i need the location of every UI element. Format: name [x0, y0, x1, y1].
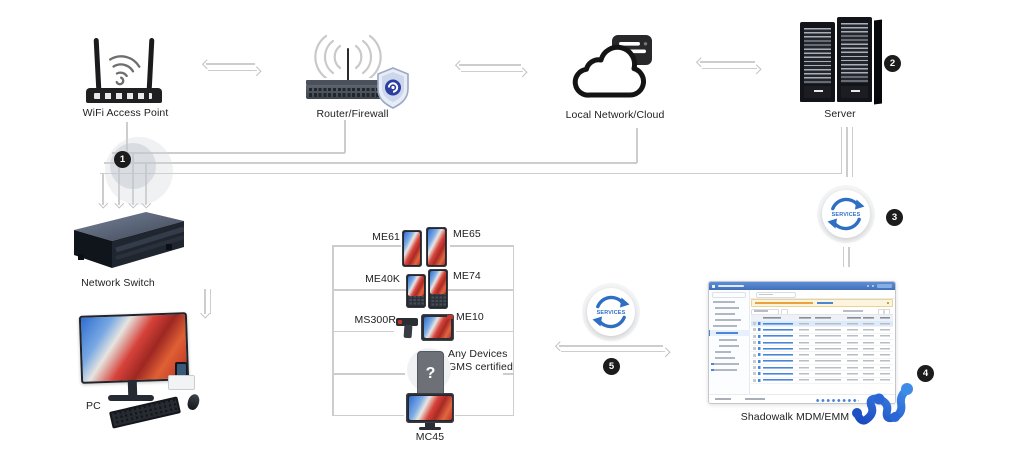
device-ms300r-icon	[396, 316, 419, 339]
label-me10: ME10	[456, 311, 484, 323]
keyboard-icon	[108, 396, 182, 429]
services-cycle-badge-lower: SERVICES	[587, 288, 635, 336]
label-any-devices-line2: GMS certified	[448, 361, 513, 373]
node-network-switch	[66, 206, 190, 272]
mdm-table-row	[751, 327, 893, 334]
monitor-base	[108, 395, 154, 401]
label-router-firewall: Router/Firewall	[316, 108, 389, 120]
firewall-shield-icon	[377, 67, 409, 109]
mdm-table-row	[751, 346, 893, 353]
services-cycle-badge-upper: SERVICES	[822, 190, 870, 238]
hub-halo-outer	[105, 137, 173, 205]
step-5-number: 5	[608, 361, 615, 372]
label-me65: ME65	[453, 228, 481, 240]
node-server	[800, 14, 884, 118]
server-rack-icon	[800, 14, 884, 118]
label-ms300r: MS300R	[354, 314, 396, 326]
device-unknown-icon: ?	[417, 351, 444, 397]
mdm-pagination-dots	[815, 397, 859, 403]
mdm-table-row	[751, 377, 893, 384]
device-me40k-icon	[406, 274, 426, 308]
step-badge-1: 1	[114, 151, 131, 168]
step-badge-4: 4	[917, 365, 934, 382]
device-me74-icon	[428, 269, 448, 309]
step-1-number: 1	[119, 154, 126, 165]
mdm-controls-row	[751, 307, 893, 315]
radio-waves-icon	[314, 34, 382, 78]
device-mc45-icon	[406, 393, 454, 430]
mdm-titlebar-button	[877, 283, 892, 289]
wifi-signal-icon	[109, 55, 141, 86]
step-badge-5: 5	[603, 358, 620, 375]
mdm-table-row	[751, 371, 893, 378]
network-switch-icon	[74, 212, 184, 268]
step-badge-2: 2	[884, 55, 901, 72]
switch-front	[306, 85, 388, 99]
mdm-titlebar	[709, 282, 895, 290]
shadowalk-logo	[852, 383, 913, 425]
mdm-bottombar	[709, 394, 895, 403]
mdm-sidebar	[709, 290, 750, 395]
wifi-router-icon	[85, 36, 165, 116]
device-me61-icon	[402, 230, 422, 267]
node-router-firewall	[300, 30, 415, 115]
label-local-network-cloud: Local Network/Cloud	[565, 109, 665, 121]
label-mdm-emm: Shadowalk MDM/EMM	[740, 411, 850, 423]
node-local-network-cloud	[572, 33, 656, 103]
antenna	[346, 48, 349, 81]
label-me40k: ME40K	[365, 273, 400, 285]
phone-dock-icon	[168, 362, 195, 390]
label-mc45: MC45	[415, 431, 445, 443]
question-mark: ?	[425, 365, 436, 382]
step-3-number: 3	[891, 212, 898, 223]
mdm-alert-bar	[751, 299, 893, 307]
mdm-table-row	[751, 333, 893, 340]
mdm-table-row	[751, 365, 893, 372]
mdm-table-row	[751, 352, 893, 359]
label-me74: ME74	[453, 270, 481, 282]
label-pc: PC	[86, 400, 101, 412]
mdm-toolbar	[749, 290, 895, 299]
device-me10-icon	[421, 314, 454, 341]
services-label-lower: SERVICES	[597, 310, 626, 316]
mdm-window	[708, 281, 896, 404]
switch-body	[306, 80, 388, 85]
step-4-number: 4	[922, 368, 929, 379]
mdm-sidebar-active-item	[709, 330, 750, 336]
mdm-table-row	[751, 321, 893, 328]
mouse-icon	[185, 392, 202, 412]
label-any-devices-line1: Any Devices	[448, 348, 508, 360]
label-me61: ME61	[372, 231, 400, 243]
step-badge-3: 3	[886, 209, 903, 226]
node-pc	[76, 310, 216, 429]
mdm-table-row	[751, 339, 893, 347]
label-wifi-access-point: WiFi Access Point	[82, 107, 169, 119]
mdm-table-row	[751, 358, 893, 366]
label-server: Server	[824, 108, 856, 120]
device-me65-icon	[426, 227, 447, 267]
mdm-table-rows	[751, 321, 893, 384]
step-2-number: 2	[889, 58, 896, 69]
cloud-server-icon	[572, 35, 652, 98]
label-network-switch: Network Switch	[81, 277, 155, 289]
node-wifi-access-point	[85, 36, 165, 116]
services-label-upper: SERVICES	[832, 212, 861, 218]
